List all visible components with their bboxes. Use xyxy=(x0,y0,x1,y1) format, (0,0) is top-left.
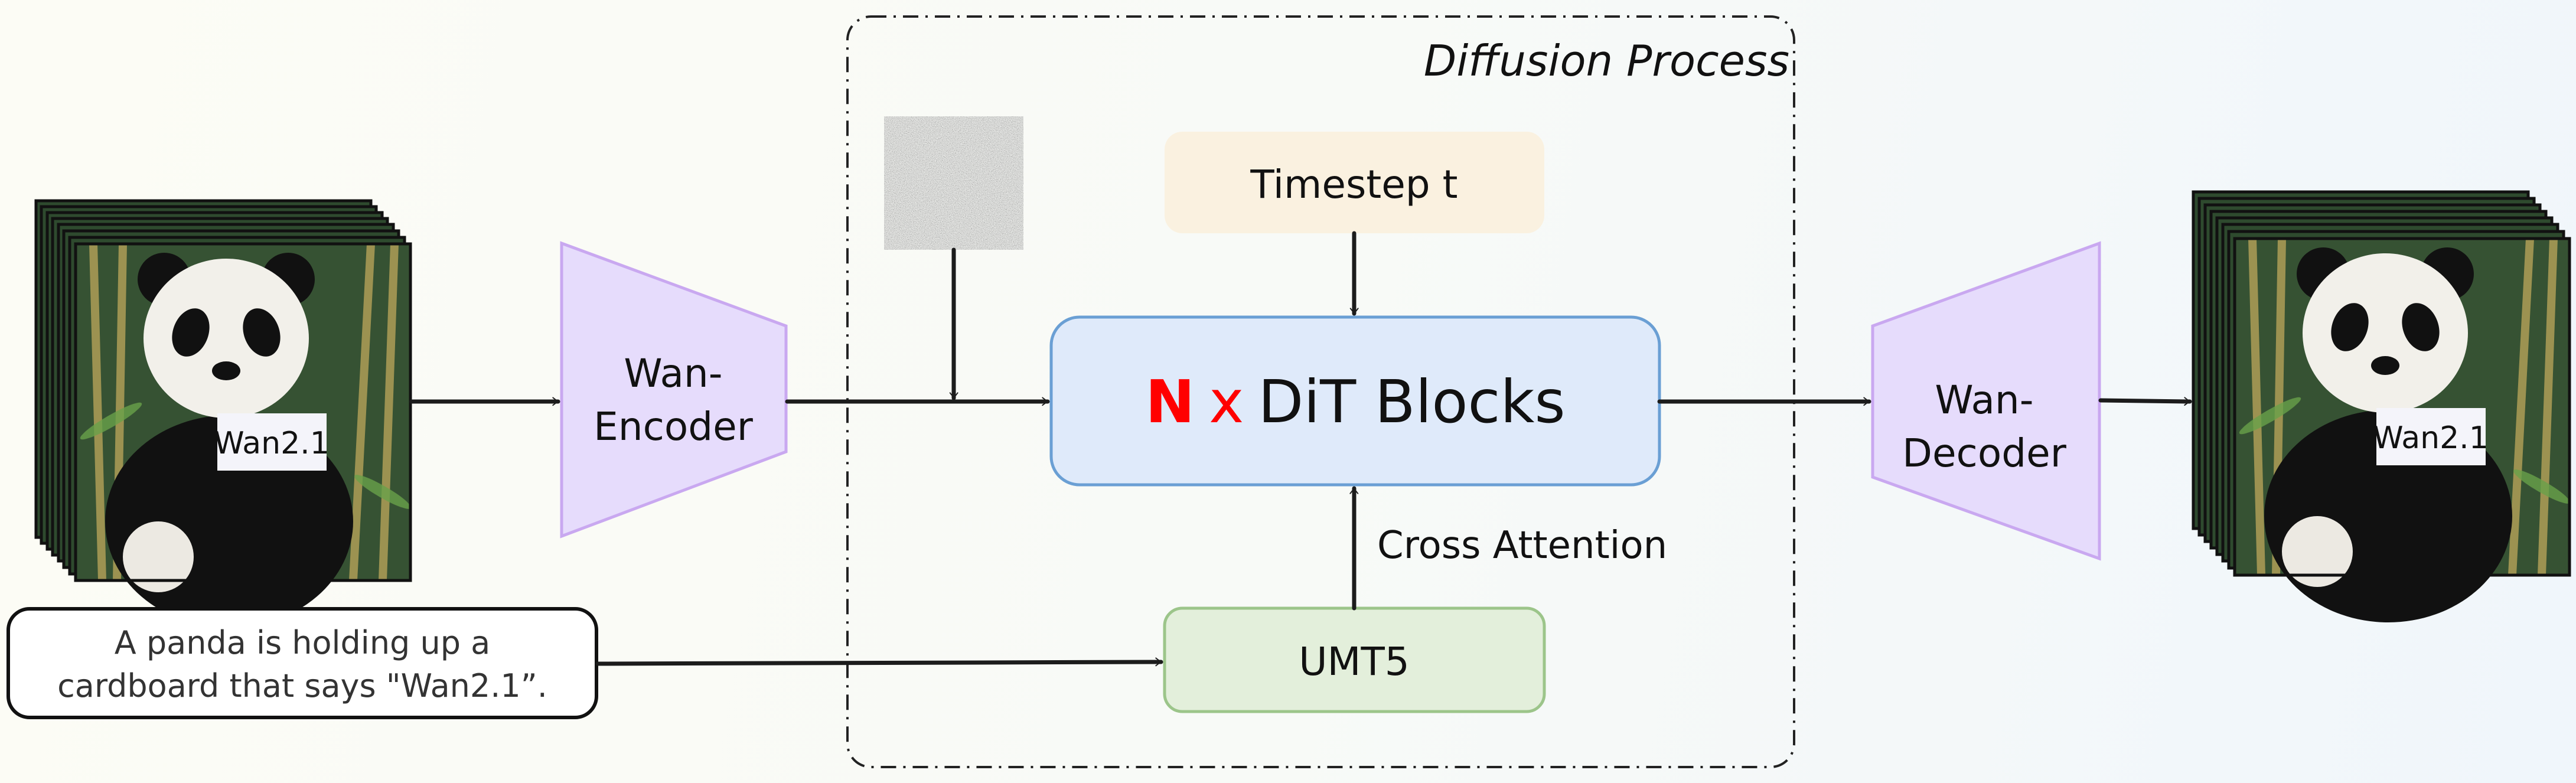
umt5-label: UMT5 xyxy=(1299,639,1410,684)
encoder-label-line2: Encoder xyxy=(594,404,754,449)
wan-decoder-block xyxy=(1871,241,2101,561)
output-video-frames: Wan2.1 xyxy=(2192,190,2573,622)
timestep-label: Timestep t xyxy=(1250,162,1457,207)
decoder-label-line2: Decoder xyxy=(1902,430,2067,476)
diffusion-process-label: Diffusion Process xyxy=(1424,36,1789,86)
cross-attention-label: Cross Attention xyxy=(1377,524,1667,567)
input-video-frames: Wan2.1 xyxy=(34,199,414,628)
wan-encoder-block xyxy=(560,241,788,539)
decoder-label-line1: Wan- xyxy=(1935,377,2033,423)
dit-label: DiT Blocks xyxy=(1258,367,1565,436)
encoder-label-line1: Wan- xyxy=(624,351,722,396)
output-sign-text: Wan2.1 xyxy=(2373,420,2489,456)
prompt-line2: cardboard that says "Wan2.1”. xyxy=(57,667,547,704)
prompt-line1: A panda is holding up a xyxy=(115,624,491,661)
arrow-decoder-to-output xyxy=(2098,397,2192,406)
diffusion-process-region xyxy=(846,15,1795,768)
noise-latent-image xyxy=(884,116,1023,250)
dit-x: x xyxy=(1209,367,1244,436)
arrow-prompt-to-umt5 xyxy=(595,657,1163,667)
timestep-block xyxy=(1165,132,1544,233)
input-sign-text: Wan2.1 xyxy=(214,426,330,461)
dit-n: N xyxy=(1145,367,1195,436)
